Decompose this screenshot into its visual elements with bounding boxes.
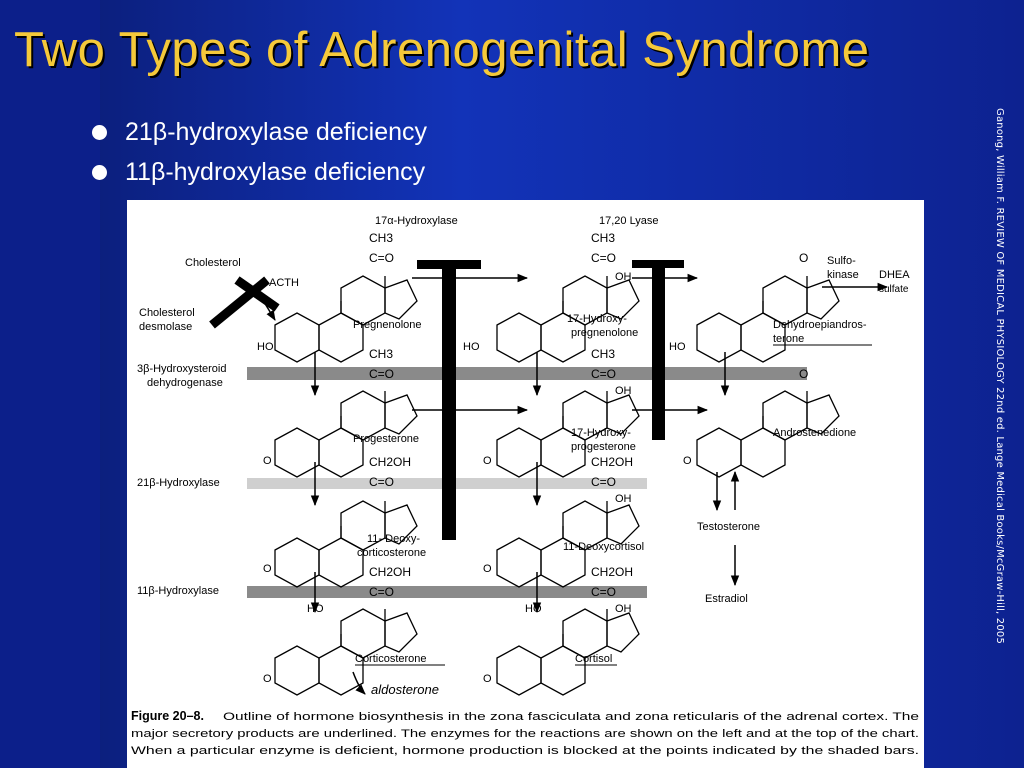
desmolase-label-1: Cholesterol [139,307,195,319]
figure-caption-line-2: major secretory products are underlined.… [131,728,919,740]
estradiol-label: Estradiol [705,593,748,605]
svg-text:C=O: C=O [369,251,394,265]
block-bar-3b-hsd [247,367,807,380]
svg-text:CH2OH: CH2OH [591,455,633,469]
corticosterone-label: Corticosterone [355,653,427,665]
svg-text:O: O [799,251,808,265]
svg-text:C=O: C=O [591,367,616,381]
svg-text:CH3: CH3 [369,231,393,245]
svg-text:OH: OH [615,603,632,615]
svg-text:C=O: C=O [369,585,394,599]
svg-text:O: O [483,563,492,575]
acth-label: ACTH [269,277,299,289]
enzyme-17-20-lyase: 17,20 Lyase [599,215,659,227]
doc-label-2: corticosterone [357,547,426,559]
svg-text:OH: OH [615,271,632,283]
cortisol-structure [496,608,640,696]
bullet-item: 11β-hydroxylase deficiency [92,152,427,192]
bullet-text: 11β-hydroxylase deficiency [125,157,426,186]
svg-text:O: O [483,455,492,467]
figure-caption-label: Figure 20–8. [131,709,204,723]
svg-text:O: O [683,455,692,467]
block-bar-17-20-lyase [652,260,665,440]
bullet-item: 21β-hydroxylase deficiency [92,112,427,152]
hsd-label-1: 3β-Hydroxysteroid [137,363,226,375]
sulfokinase-label-2: kinase [827,269,859,281]
svg-text:O: O [483,673,492,685]
svg-text:C=O: C=O [369,367,394,381]
handwritten-aldosterone: aldosterone [371,682,439,697]
enzyme-17a-hydroxylase: 17α-Hydroxylase [375,215,458,227]
svg-text:OH: OH [615,385,632,397]
hydroxypregnenolone-label-2: pregnenolone [571,327,638,339]
hydroxyprogesterone-label-1: 17-Hydroxy- [571,427,631,439]
left-stripe [0,0,100,768]
svg-text:O: O [263,673,272,685]
svg-text:CH3: CH3 [591,231,615,245]
dhea-label-2: terone [773,333,804,345]
androstenedione-label: Androstenedione [773,427,856,439]
svg-text:O: O [263,563,272,575]
figure-caption-line-3: When a particular enzyme is deficient, h… [131,745,919,757]
11-hydroxylase-label: 11β-Hydroxylase [137,585,219,597]
figure-caption-line-1: Outline of hormone biosynthesis in the z… [223,711,919,723]
svg-text:HO: HO [257,341,274,353]
testosterone-label: Testosterone [697,521,760,533]
hydroxyprogesterone-label-2: progesterone [571,441,636,453]
svg-text:C=O: C=O [591,585,616,599]
block-bar-11-hydroxylase [247,586,647,598]
hydroxypregnenolone-label-1: 17-Hydroxy- [567,313,627,325]
svg-text:CH2OH: CH2OH [591,565,633,579]
21-hydroxylase-label: 21β-Hydroxylase [137,477,220,489]
dhea-label-1: Dehydroepiandros- [773,319,867,331]
desmolase-label-2: desmolase [139,321,192,333]
cholesterol-label: Cholesterol [185,257,241,269]
svg-text:CH3: CH3 [369,347,393,361]
svg-text:O: O [799,367,808,381]
bullet-dot-icon [92,124,107,140]
block-bar-17a-hydroxylase [442,260,456,540]
doc-label-1: 11- Deoxy- [367,533,420,545]
deoxycortisol-label: 11-Deoxycortisol [563,541,644,553]
svg-text:CH2OH: CH2OH [369,565,411,579]
pathway-diagram: 17α-Hydroxylase 17,20 Lyase Cholesterol … [131,215,919,757]
svg-text:C=O: C=O [591,251,616,265]
svg-text:HO: HO [669,341,686,353]
pregnenolone-label: Pregnenolone [353,319,422,331]
svg-text:HO: HO [307,603,324,615]
bullet-text: 21β-hydroxylase deficiency [125,117,428,146]
svg-text:O: O [263,455,272,467]
svg-text:HO: HO [525,603,542,615]
svg-text:OH: OH [615,493,632,505]
hsd-label-2: dehydrogenase [147,377,223,389]
cortisol-label: Cortisol [575,653,612,665]
svg-text:C=O: C=O [591,475,616,489]
svg-text:C=O: C=O [369,475,394,489]
sulfokinase-label-1: Sulfo- [827,255,856,267]
bullet-list: 21β-hydroxylase deficiency 11β-hydroxyla… [92,112,427,192]
slide-title: Two Types of Adrenogenital Syndrome [14,23,870,77]
source-credit: Ganong, William F. REVIEW OF MEDICAL PHY… [994,108,1005,645]
bullet-dot-icon [92,164,107,180]
steroid-pathway-figure: 17α-Hydroxylase 17,20 Lyase Cholesterol … [127,200,924,768]
dhea-sulfate-label-2: sulfate [879,284,909,295]
svg-text:HO: HO [463,341,480,353]
dhea-sulfate-label-1: DHEA [879,269,910,281]
svg-text:CH2OH: CH2OH [369,455,411,469]
svg-text:CH3: CH3 [591,347,615,361]
progesterone-label: Progesterone [353,433,419,445]
